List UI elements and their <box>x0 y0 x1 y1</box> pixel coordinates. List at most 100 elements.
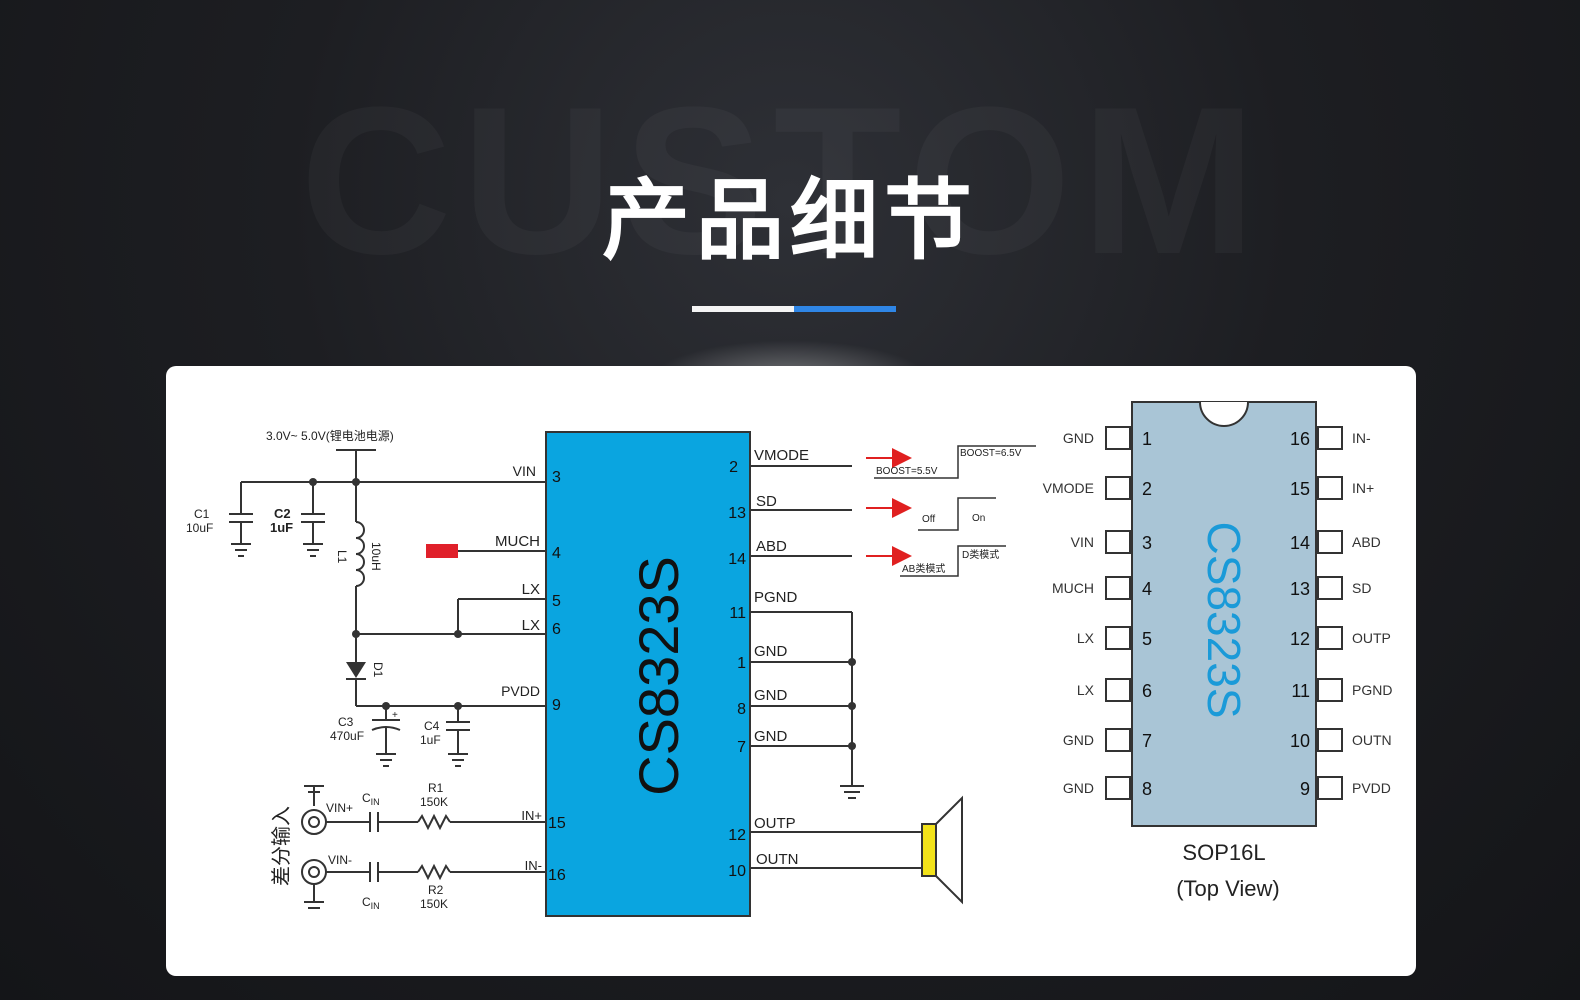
package-pin-label: OUTP <box>1352 630 1391 646</box>
r2-value: 150K <box>420 897 448 911</box>
package-pin-label: GND <box>1063 780 1094 796</box>
pin-label-in-minus: IN- <box>525 858 542 873</box>
vmode-high-label: BOOST=6.5V <box>960 448 1022 459</box>
pin-num-4: 4 <box>552 545 561 562</box>
cin-minus-label: CIN <box>362 895 380 911</box>
pin-num-7: 7 <box>737 739 746 756</box>
d1-name: D1 <box>371 662 385 678</box>
package-pin-label: GND <box>1063 732 1094 748</box>
c4-value: 1uF <box>420 733 441 747</box>
package-pin-left <box>1105 426 1131 450</box>
sd-on-label: On <box>972 513 985 524</box>
package-pin-label: IN- <box>1352 430 1371 446</box>
package-pin-label: LX <box>1077 682 1095 698</box>
package-pin-right <box>1317 576 1343 600</box>
pin-label-gnd7: GND <box>754 728 788 745</box>
package-pin-right <box>1317 728 1343 752</box>
c2-value: 1uF <box>270 520 293 535</box>
package-pin-num: 3 <box>1142 533 1152 553</box>
pin-num-16: 16 <box>548 867 566 884</box>
package-pin-num: 2 <box>1142 479 1152 499</box>
pin-num-10: 10 <box>728 863 746 880</box>
cin-plus-label: CIN <box>362 791 380 807</box>
svg-text:+: + <box>392 710 398 721</box>
title-underline <box>692 306 896 312</box>
sd-off-label: Off <box>922 514 935 525</box>
pin-label-sd: SD <box>756 493 777 510</box>
abd-high-label: D类模式 <box>962 548 999 561</box>
r1-value: 150K <box>420 795 448 809</box>
pin-num-2: 2 <box>729 459 738 476</box>
pin-num-11: 11 <box>729 605 746 622</box>
r1-name: R1 <box>428 781 444 795</box>
pin-num-14: 14 <box>728 551 746 568</box>
c2-name: C2 <box>274 506 291 521</box>
chip-body <box>545 431 751 917</box>
pin-label-gnd1: GND <box>754 643 788 660</box>
package-pin-num: 11 <box>1291 681 1310 701</box>
diode-d1 <box>346 662 366 678</box>
c3-value: 470uF <box>330 729 364 743</box>
pin-label-vmode: VMODE <box>754 447 809 464</box>
pin-label-outn: OUTN <box>756 851 799 868</box>
vmode-low-label: BOOST=5.5V <box>876 466 938 477</box>
package-pin-left <box>1105 728 1131 752</box>
package-pin-left <box>1105 576 1131 600</box>
vin-plus-label: VIN+ <box>326 801 353 815</box>
package-pin-right <box>1317 530 1343 554</box>
l1-name: L1 <box>335 550 349 564</box>
package-pin-num: 1 <box>1142 429 1152 449</box>
package-pin-label: PVDD <box>1352 780 1391 796</box>
package-pin-right <box>1317 626 1343 650</box>
pin-num-3: 3 <box>552 469 561 486</box>
pin-label-abd: ABD <box>756 538 787 555</box>
c1-value: 10uF <box>186 521 213 535</box>
pin-label-much: MUCH <box>495 533 540 550</box>
package-pin-num: 10 <box>1290 731 1310 751</box>
package-notch <box>1199 401 1249 427</box>
package-pin-label: MUCH <box>1052 580 1094 596</box>
package-pin-num: 13 <box>1290 579 1310 599</box>
input-jack-plus <box>301 809 327 835</box>
chip-name: CS8323S <box>627 556 690 796</box>
package-pin-left <box>1105 776 1131 800</box>
package-pin-num: 16 <box>1290 429 1310 449</box>
pin-num-15: 15 <box>548 815 566 832</box>
pin-num-12: 12 <box>728 827 746 844</box>
package-pin-num: 8 <box>1142 779 1152 799</box>
page-title: 产品细节 <box>601 169 978 272</box>
diff-input-label: 差分输入 <box>270 806 293 886</box>
package-pin-label: PGND <box>1352 682 1392 698</box>
much-control-block <box>426 544 458 558</box>
package-pin-label: VIN <box>1071 534 1094 550</box>
r2-name: R2 <box>428 883 444 897</box>
package-pin-right <box>1317 476 1343 500</box>
package-pin-left <box>1105 678 1131 702</box>
c1-name: C1 <box>194 507 210 521</box>
package-pin-label: ABD <box>1352 534 1381 550</box>
package-pin-left <box>1105 530 1131 554</box>
pin-label-lx6: LX <box>522 617 540 634</box>
pin-label-gnd8: GND <box>754 687 788 704</box>
package-pin-left <box>1105 626 1131 650</box>
pin-num-9: 9 <box>552 697 561 714</box>
pin-num-6: 6 <box>552 621 561 638</box>
package-pin-left <box>1105 476 1131 500</box>
input-jack-minus <box>301 859 327 885</box>
package-pin-label: GND <box>1063 430 1094 446</box>
resistor-r2 <box>417 863 451 881</box>
speaker-icon <box>921 823 937 877</box>
package-pin-right <box>1317 426 1343 450</box>
package-pin-label: IN+ <box>1352 480 1374 496</box>
package-pin-label: LX <box>1077 630 1095 646</box>
resistor-r1 <box>417 813 451 831</box>
package-pin-right <box>1317 678 1343 702</box>
abd-low-label: AB类模式 <box>902 562 945 575</box>
package-pin-num: 4 <box>1142 579 1152 599</box>
c4-name: C4 <box>424 719 440 733</box>
package-pin-right <box>1317 776 1343 800</box>
package-pin-label: OUTN <box>1352 732 1392 748</box>
package-pin-num: 9 <box>1300 779 1310 799</box>
package-pin-num: 7 <box>1142 731 1152 751</box>
